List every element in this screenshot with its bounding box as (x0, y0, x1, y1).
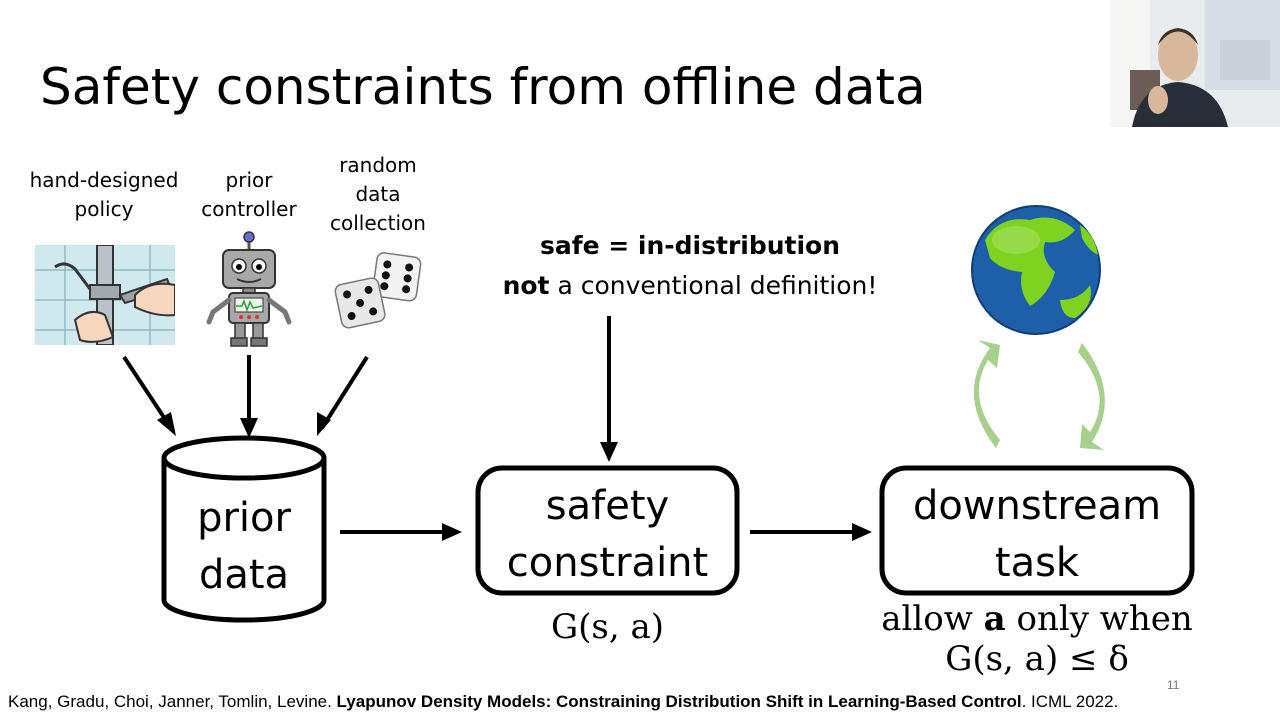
g-function-label: G(s, a) (550, 607, 665, 647)
source-label-random-data-collection: random data collection (330, 153, 426, 235)
arrowhead-random (317, 412, 331, 436)
downstream-task-box (879, 465, 1195, 596)
note-line-1: safe = in-distribution (539, 231, 841, 260)
page-number: 11 (1167, 678, 1180, 692)
citation: Kang, Gradu, Choi, Janner, Tomlin, Levin… (8, 692, 1119, 711)
arrowhead-policy (157, 412, 176, 436)
note-line-2: not a conventional definition! (502, 271, 878, 300)
dice-icon (328, 248, 428, 345)
arrowhead-controller (240, 418, 258, 438)
plumber-wrench-icon (35, 244, 176, 350)
safety-definition-note: safe = in-distribution not a conventiona… (470, 226, 910, 306)
allow-condition-line-1: allow a only when (881, 599, 1193, 639)
prior-data-cylinder (161, 435, 327, 623)
safety-constraint-label: safety constraint (506, 483, 709, 586)
arrowhead-data-constraint (442, 523, 462, 541)
slide-title: Safety constraints from offline data (40, 58, 926, 116)
prior-data-label: prior data (197, 495, 291, 598)
source-label-prior-controller: prior controller (201, 168, 297, 221)
allow-condition-line-2: G(s, a) ≤ δ (945, 639, 1129, 679)
arrow-policy-to-data (122, 355, 173, 430)
downstream-task-label: downstream task (912, 483, 1162, 586)
presenter-webcam (1110, 0, 1280, 127)
source-label-hand-designed-policy: hand-designed policy (29, 168, 179, 221)
arrowhead-constraint-task (852, 523, 872, 541)
arrow-random-to-data (320, 355, 369, 430)
globe-icon (971, 205, 1101, 335)
robot-icon (203, 230, 295, 353)
arrowhead-note (600, 442, 618, 462)
green-cycle-arrows-icon (973, 340, 1105, 450)
safety-constraint-box (475, 465, 740, 596)
